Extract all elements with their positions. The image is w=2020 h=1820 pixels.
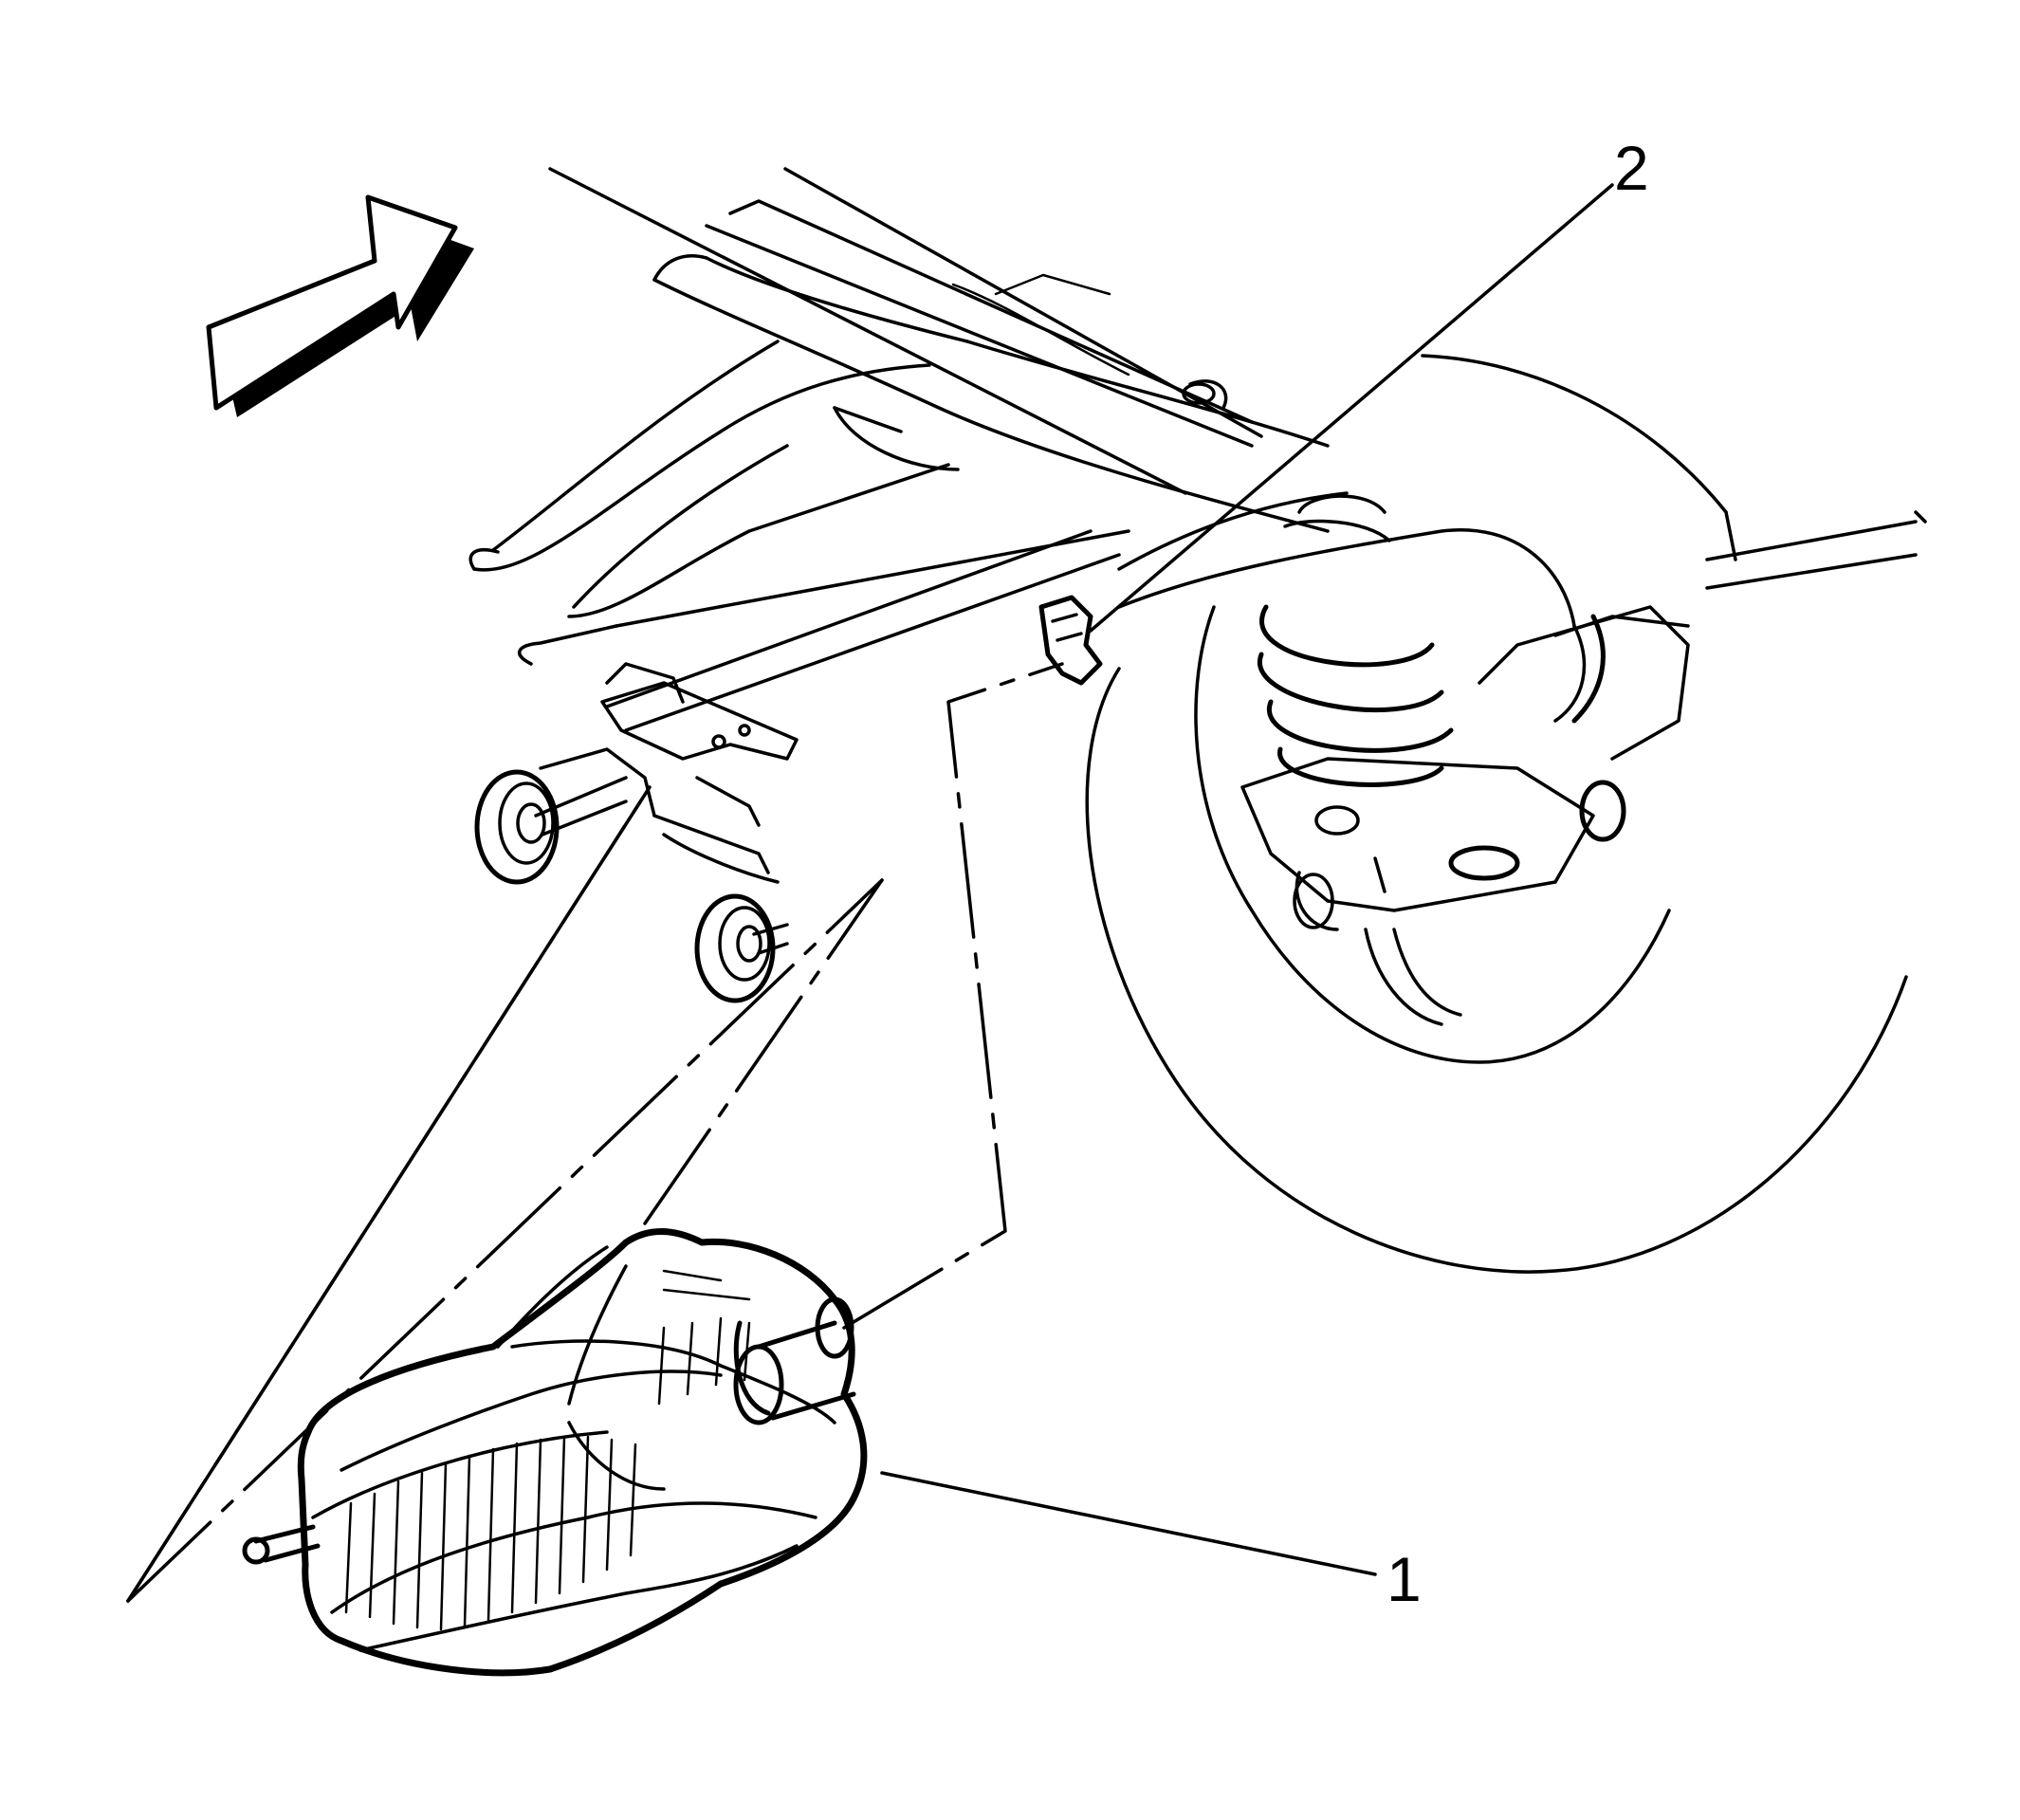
front-hanger-bracket [539, 662, 799, 884]
alignment-lines [126, 662, 1064, 1603]
leader-line-2 [1089, 183, 1614, 633]
alignment-line-clip [842, 662, 1064, 1330]
rubber-isolator-right [694, 893, 789, 1003]
rubber-isolator-left [474, 769, 628, 885]
callout-1: 1 [1386, 1544, 1422, 1614]
muffler-ribs [344, 1269, 751, 1631]
leader-line-1 [880, 1471, 1377, 1576]
coil-spring [1257, 494, 1454, 787]
underbody-frame [468, 167, 1330, 732]
rear-axle-knuckle [1240, 605, 1690, 1026]
muffler [242, 1227, 868, 1677]
callout-2: 2 [1614, 133, 1649, 203]
rear-wheel-well [1085, 354, 1927, 1274]
front-direction-arrow-icon [206, 194, 474, 417]
rear-hanger-clip [1038, 595, 1103, 686]
exhaust-pipe [1117, 491, 1606, 724]
